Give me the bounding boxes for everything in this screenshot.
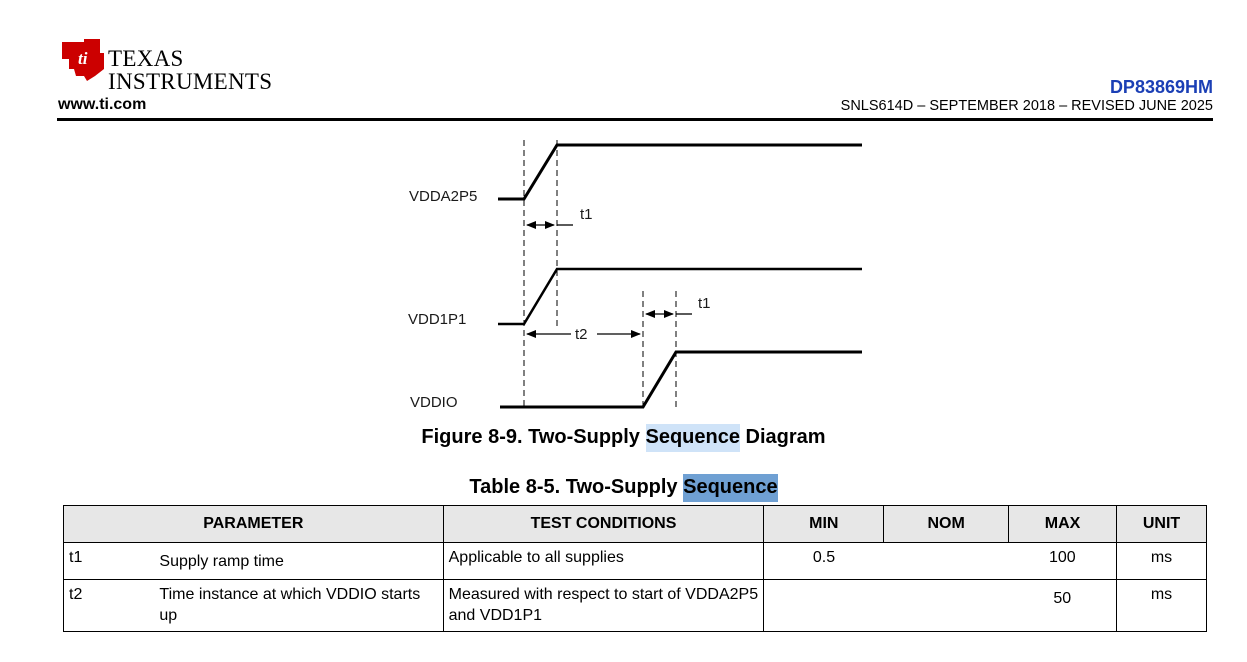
table-caption: Table 8-5. Two-Supply Sequence xyxy=(0,474,1247,502)
vdd1p1-waveform xyxy=(498,267,862,326)
page-header: ti TEXAS INSTRUMENTS www.ti.com DP83869H… xyxy=(0,0,1247,125)
sequence-diagram: VDDA2P5 VDD1P1 VDDIO t1 t2 t1 xyxy=(408,140,862,411)
cell-unit: ms xyxy=(1116,542,1207,580)
cell-unit: ms xyxy=(1116,579,1207,632)
vddio-waveform xyxy=(500,350,862,409)
cell-symbol: t2 xyxy=(63,579,155,632)
column-header-parameter: PARAMETER xyxy=(63,505,444,543)
cell-max: 50 xyxy=(1008,579,1118,632)
column-header-max: MAX xyxy=(1008,505,1118,543)
cell-conditions: Measured with respect to start of VDDA2P… xyxy=(442,579,765,632)
timing-label-t2: t2 xyxy=(575,326,588,343)
vdda2p5-waveform xyxy=(498,143,862,201)
svg-text:ti: ti xyxy=(78,49,88,68)
column-header-min: MIN xyxy=(763,505,885,543)
signal-label-vdd1p1: VDD1P1 xyxy=(408,311,466,328)
signal-label-vdda2p5: VDDA2P5 xyxy=(409,188,477,205)
signal-label-vddio: VDDIO xyxy=(410,394,458,411)
ti-logo-icon: ti xyxy=(62,39,104,81)
cell-parameter: Supply ramp time xyxy=(154,542,444,580)
cell-parameter: Time instance at which VDDIO starts up xyxy=(154,579,444,632)
search-highlight-active: Sequence xyxy=(683,474,778,502)
figure-caption: Figure 8-9. Two-Supply Sequence Diagram xyxy=(0,424,1247,452)
search-highlight: Sequence xyxy=(645,424,740,452)
cell-conditions: Applicable to all supplies xyxy=(442,542,765,580)
cell-min xyxy=(763,579,884,632)
document-info: SNLS614D – SEPTEMBER 2018 – REVISED JUNE… xyxy=(840,98,1213,114)
cell-symbol: t1 xyxy=(63,542,155,580)
table-header-row: PARAMETER TEST CONDITIONS MIN NOM MAX UN… xyxy=(63,505,1207,543)
column-header-nom: NOM xyxy=(883,505,1010,543)
website-link[interactable]: www.ti.com xyxy=(58,96,147,113)
brand-name-line2: INSTRUMENTS xyxy=(108,69,273,94)
column-header-test-conditions: TEST CONDITIONS xyxy=(442,505,765,543)
timing-label-t1-vddio: t1 xyxy=(698,295,711,312)
brand-name-line1: TEXAS xyxy=(108,46,184,71)
cell-nom xyxy=(883,542,1009,580)
header-divider xyxy=(57,118,1213,121)
cell-max: 100 xyxy=(1008,542,1118,580)
part-number: DP83869HM xyxy=(1109,77,1213,97)
two-supply-sequence-table: PARAMETER TEST CONDITIONS MIN NOM MAX UN… xyxy=(63,505,1207,632)
table-row: t1 Supply ramp time Applicable to all su… xyxy=(63,542,1207,580)
cell-nom xyxy=(883,579,1009,632)
table-row: t2 Time instance at which VDDIO starts u… xyxy=(63,579,1207,632)
column-header-unit: UNIT xyxy=(1116,505,1207,543)
cell-min: 0.5 xyxy=(763,542,884,580)
timing-label-t1: t1 xyxy=(580,206,593,223)
